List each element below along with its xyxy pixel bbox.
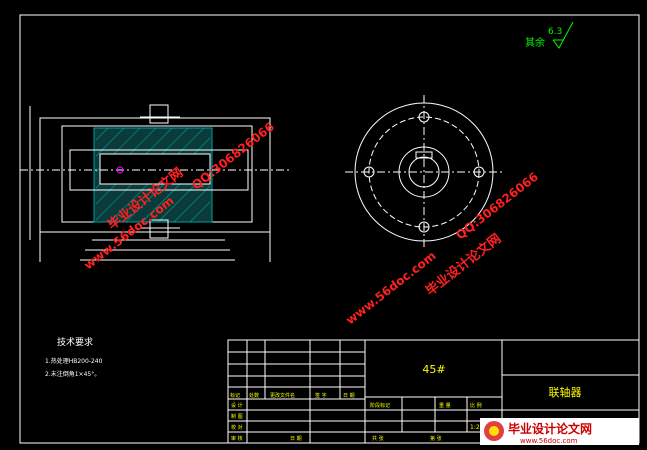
tb-label-count: 处数: [249, 392, 259, 399]
title-block-text: 45# 联轴器 标记 处数 更改文件名 签 字 日 期 设 计 制 图 校 对 …: [230, 363, 582, 442]
tech-req-title: 技术要求: [57, 336, 93, 348]
keyway-bore: [99, 153, 211, 185]
tb-quantity: 1:2: [470, 424, 480, 431]
tb-sheet-total: 共 张: [372, 435, 384, 442]
tb-label-check: 校 对: [231, 424, 243, 431]
side-view: [345, 95, 503, 250]
datum-marker: [116, 166, 124, 174]
site-logo: 毕业设计论文网 www.56doc.com: [480, 418, 639, 445]
tb-label-review: 审 核: [231, 435, 243, 442]
outer-flange-outline: [39, 117, 271, 233]
technical-requirements: 技术要求 1.热处理HB200-240 2.未注倒角1×45°。: [45, 336, 103, 378]
watermark-qq-right: QQ:306826066: [453, 170, 541, 243]
roughness-symbol: 其余 6.3: [525, 21, 574, 49]
tb-label-stage: 阶段标记: [370, 402, 390, 409]
tb-label-design: 设 计: [231, 402, 243, 409]
tb-label-file: 更改文件名: [270, 392, 295, 399]
tb-label-scale: 比 例: [470, 402, 482, 409]
tb-label-draw: 制 图: [231, 413, 243, 420]
roughness-check-icon: [552, 21, 574, 49]
top-bolt-head: [149, 104, 169, 124]
tb-label-mark: 标记: [230, 392, 240, 399]
part-name: 联轴器: [549, 385, 582, 399]
material-label: 45#: [422, 363, 445, 376]
logo-name: 毕业设计论文网: [508, 421, 592, 436]
tech-req-item-1: 1.热处理HB200-240: [45, 357, 103, 365]
tb-label-date: 日 期: [343, 393, 355, 399]
roughness-value: 6.3: [548, 27, 562, 37]
front-view: [20, 104, 290, 262]
title-block: [227, 339, 640, 444]
bolt-hole-bottom: [418, 221, 430, 233]
keyway-slot: [415, 151, 433, 159]
logo-url: www.56doc.com: [520, 437, 578, 445]
tb-label-date2: 日 期: [290, 436, 302, 442]
roughness-prefix: 其余: [525, 36, 545, 49]
bottom-bolt-head: [149, 219, 169, 239]
tb-sheet-no: 第 张: [430, 435, 442, 442]
tb-label-sign: 签 字: [315, 392, 327, 399]
tb-label-weight: 重 量: [439, 402, 451, 409]
tech-req-item-2: 2.未注倒角1×45°。: [45, 370, 100, 378]
